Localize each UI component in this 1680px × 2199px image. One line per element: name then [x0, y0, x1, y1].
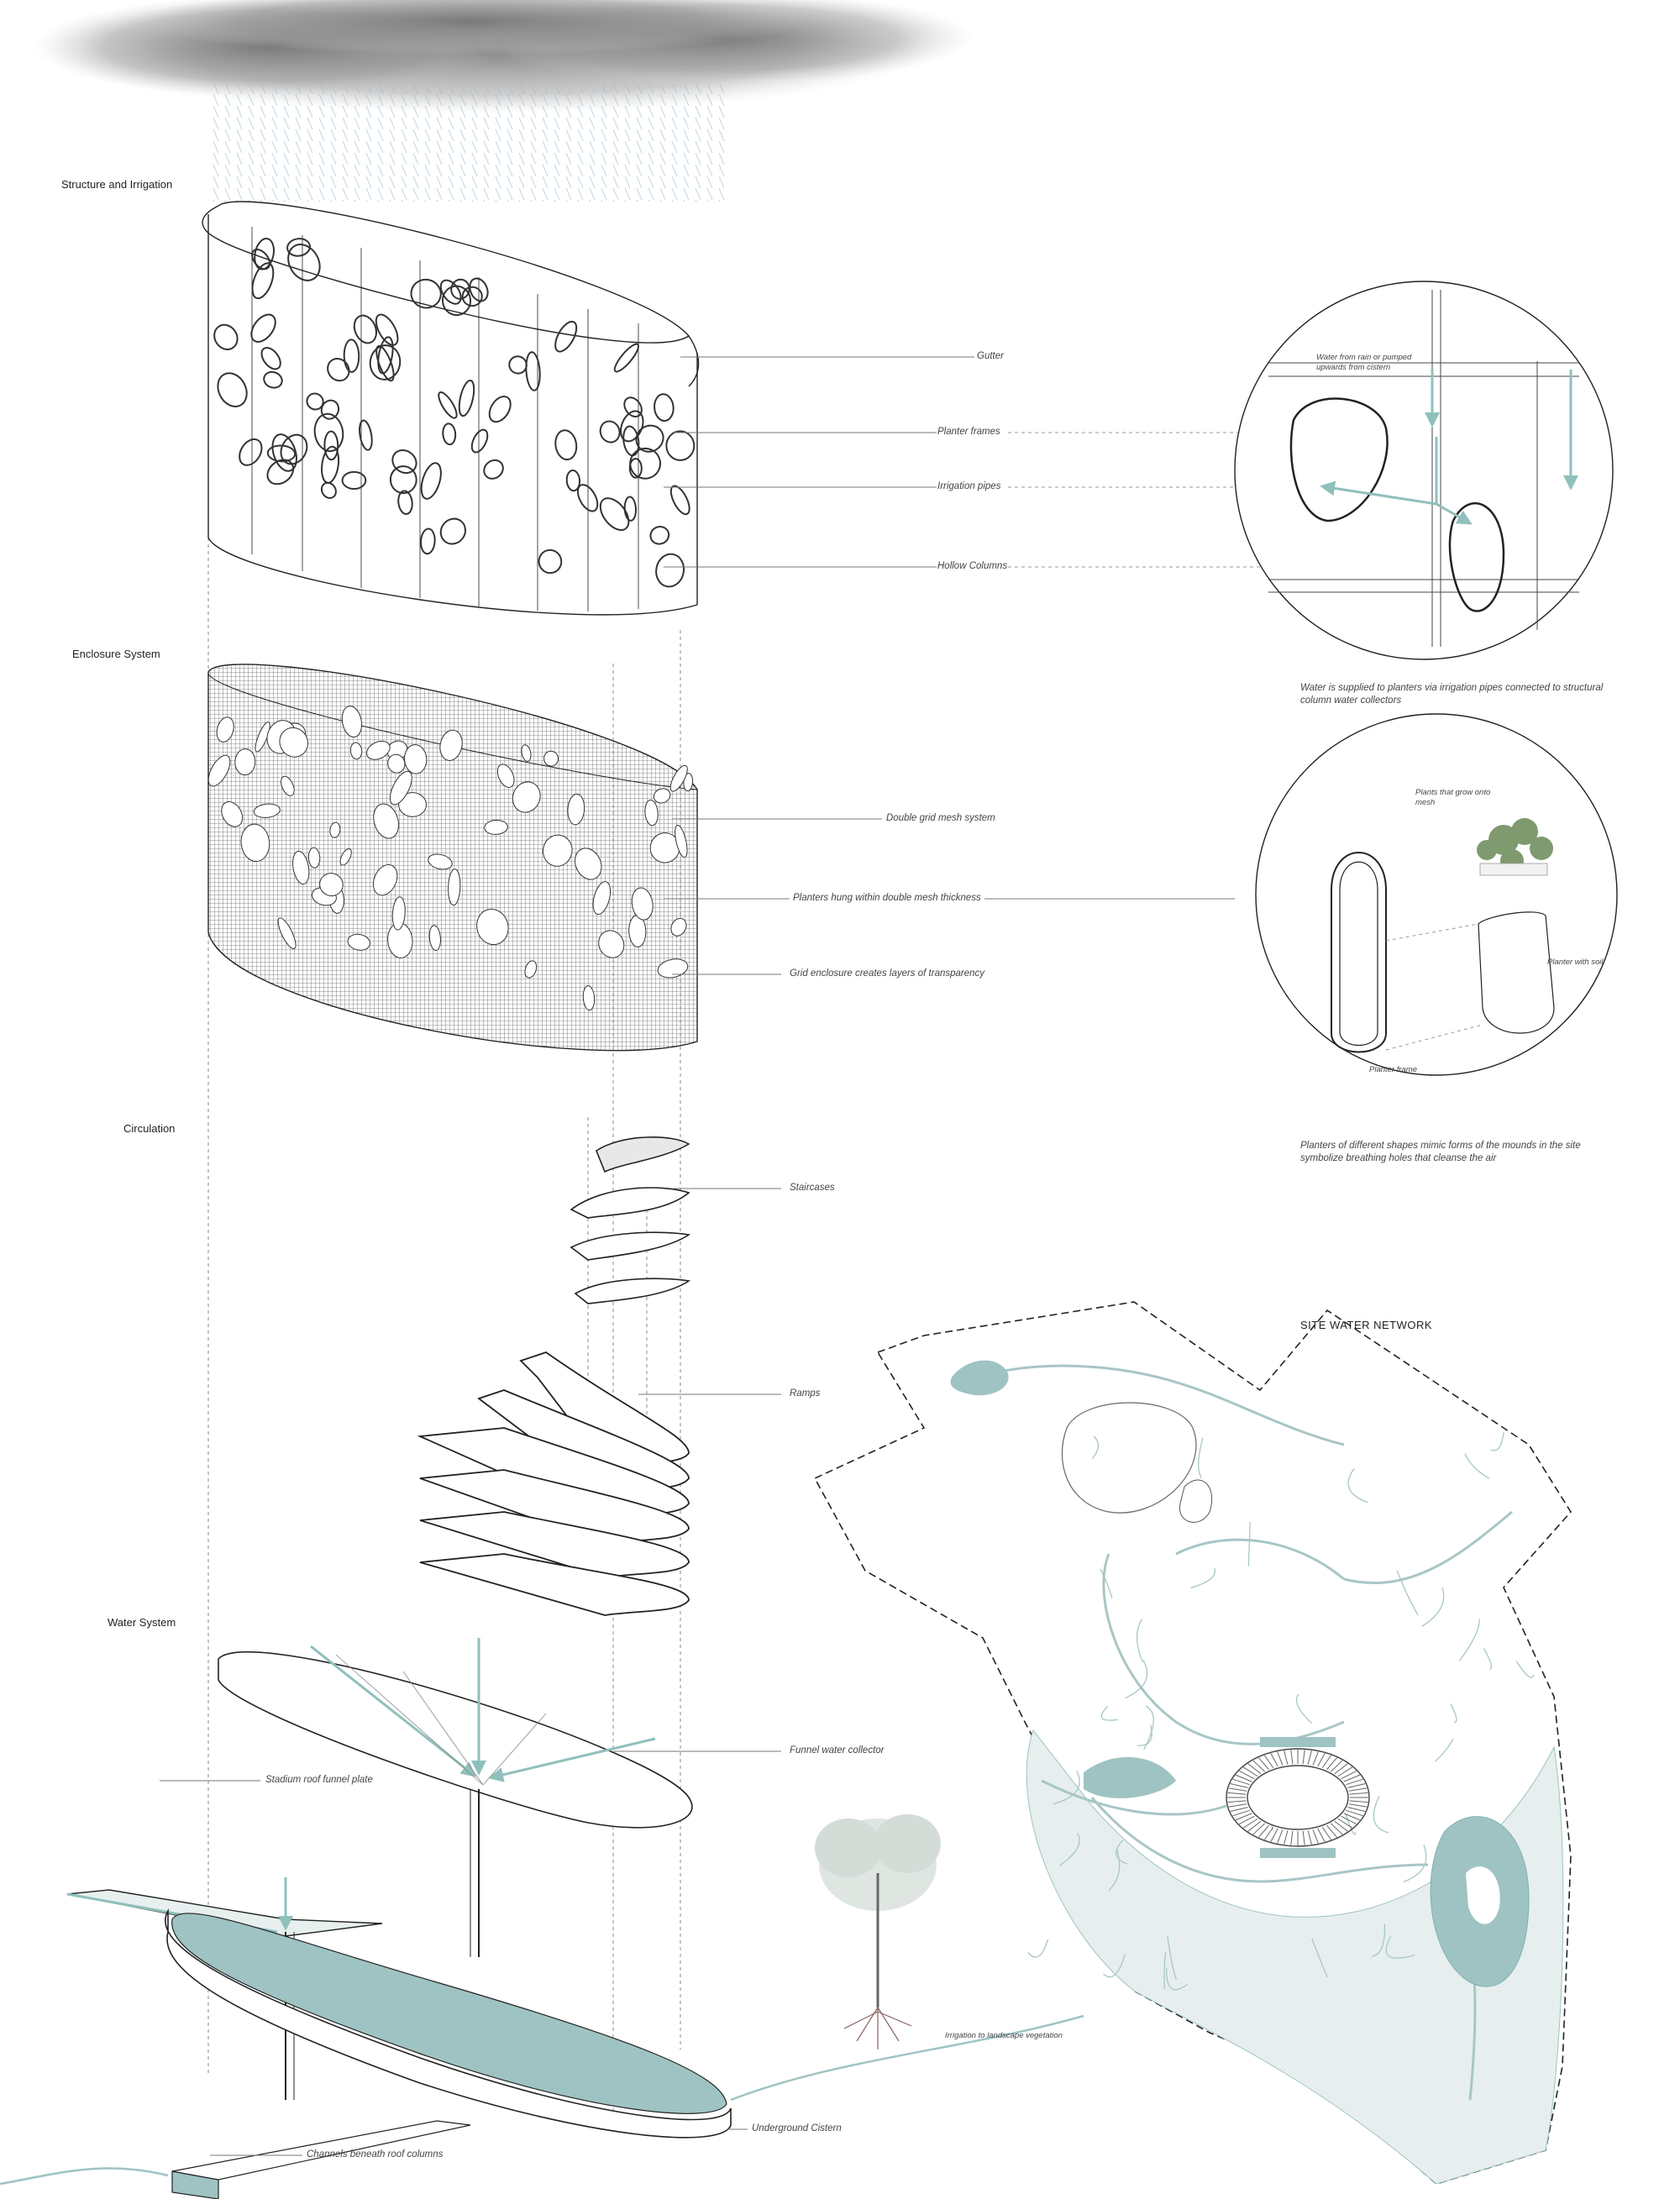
detail1-note: Water from rain or pumped upwards from c… [1316, 353, 1412, 372]
label-irrigation-landscape: Irrigation to landscape vegetation [945, 2031, 1063, 2040]
plants-cluster [1477, 818, 1553, 873]
detail2-caption: Planters of different shapes mimic forms… [1300, 1141, 1581, 1163]
site-water-network-map [813, 1301, 1572, 2185]
label-planters-hung: Planters hung within double mesh thickne… [790, 893, 984, 903]
rain-illustration [210, 84, 731, 202]
site-map-title: SITE WATER NETWORK [1300, 1319, 1433, 1331]
detail-circle-irrigation [1234, 281, 1614, 660]
label-gutter: Gutter [977, 351, 1004, 361]
detail1-caption: Water is supplied to planters via irriga… [1300, 683, 1604, 706]
tree-illustration [815, 1814, 941, 2049]
water-system-drawing [0, 1638, 1084, 2199]
detail2-plants-note: Plants that grow onto mesh [1415, 788, 1491, 807]
stadium-plan [1226, 1737, 1370, 1858]
enclosure-mesh-cylinder [207, 664, 698, 1052]
label-staircases: Staircases [790, 1183, 835, 1193]
section-title-structure: Structure and Irrigation [61, 178, 173, 191]
leader-lines [160, 356, 1235, 2156]
label-hollow-columns: Hollow Columns [937, 561, 1008, 571]
detail2-planter-soil: Planter with soil [1547, 958, 1604, 967]
section-title-circulation: Circulation [123, 1122, 176, 1135]
detail-circle-planters [1255, 713, 1618, 1076]
label-grid-transparency: Grid enclosure creates layers of transpa… [790, 968, 985, 979]
label-roof-funnel-plate: Stadium roof funnel plate [265, 1775, 373, 1785]
label-underground-cistern: Underground Cistern [752, 2123, 842, 2133]
ramps-drawing [417, 1351, 690, 1616]
detail2-planter-frame: Planter frame [1369, 1065, 1418, 1074]
structure-cylinder [202, 201, 700, 616]
label-channels: Channels beneath roof columns [307, 2149, 444, 2160]
label-irrigation-pipes: Irrigation pipes [937, 481, 1001, 491]
label-planter-frames: Planter frames [937, 427, 1000, 437]
label-funnel-collector: Funnel water collector [790, 1745, 885, 1756]
label-double-grid: Double grid mesh system [886, 813, 995, 823]
section-title-enclosure: Enclosure System [72, 648, 160, 660]
label-ramps: Ramps [790, 1388, 821, 1399]
staircases-drawing [570, 1136, 691, 1304]
section-title-water: Water System [108, 1616, 176, 1629]
